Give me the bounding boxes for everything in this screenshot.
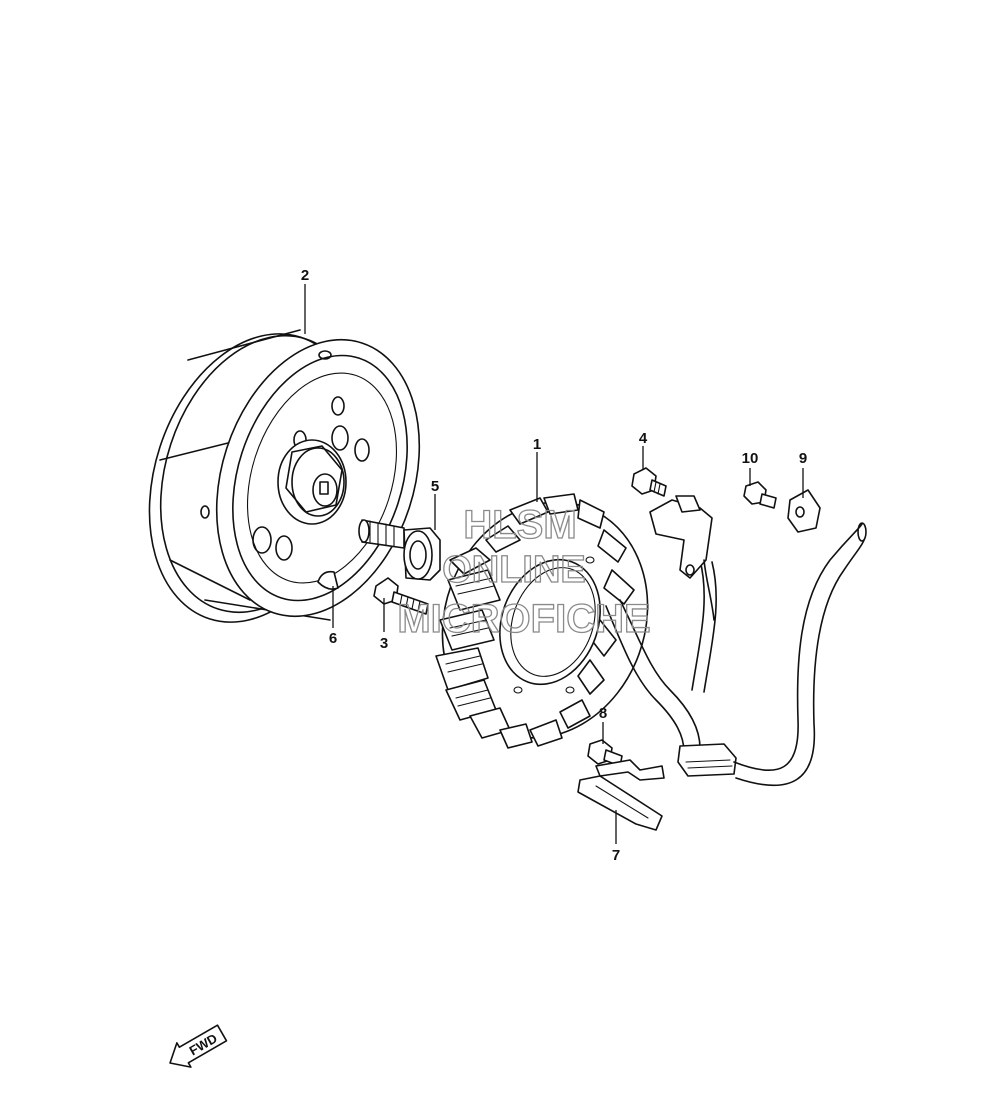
stator-assembly — [435, 493, 649, 749]
clamp-7 — [577, 759, 665, 831]
callout-labels: 1 2 3 4 5 6 7 8 9 10 — [301, 267, 807, 864]
watermark-line-1: HLSM — [463, 503, 576, 547]
callout-4: 4 — [639, 430, 648, 447]
callout-5: 5 — [431, 478, 439, 495]
callout-1: 1 — [533, 436, 541, 453]
callout-3: 3 — [380, 635, 388, 652]
callout-9: 9 — [799, 450, 807, 467]
watermark-line-3: MICROFICHE — [397, 597, 650, 641]
callout-2: 2 — [301, 267, 309, 284]
callout-7: 7 — [612, 847, 620, 864]
callout-10: 10 — [742, 450, 759, 467]
bolt-3 — [373, 577, 429, 615]
leader-lines — [304, 284, 804, 844]
bolt-10 — [743, 481, 777, 509]
callout-8: 8 — [599, 705, 607, 722]
flywheel-rotor — [148, 329, 421, 623]
shaft-sleeve — [358, 519, 441, 581]
pickup-coil — [631, 467, 715, 621]
fwd-marker: FWD — [169, 1024, 228, 1068]
watermark: HLSM ONLINE MICROFICHE — [397, 502, 652, 641]
watermark-line-2: ONLINE — [442, 549, 586, 591]
callout-6: 6 — [329, 630, 337, 647]
arrow-icon — [169, 1024, 228, 1068]
clamp-9 — [787, 489, 821, 533]
wiring-harness — [605, 522, 867, 787]
